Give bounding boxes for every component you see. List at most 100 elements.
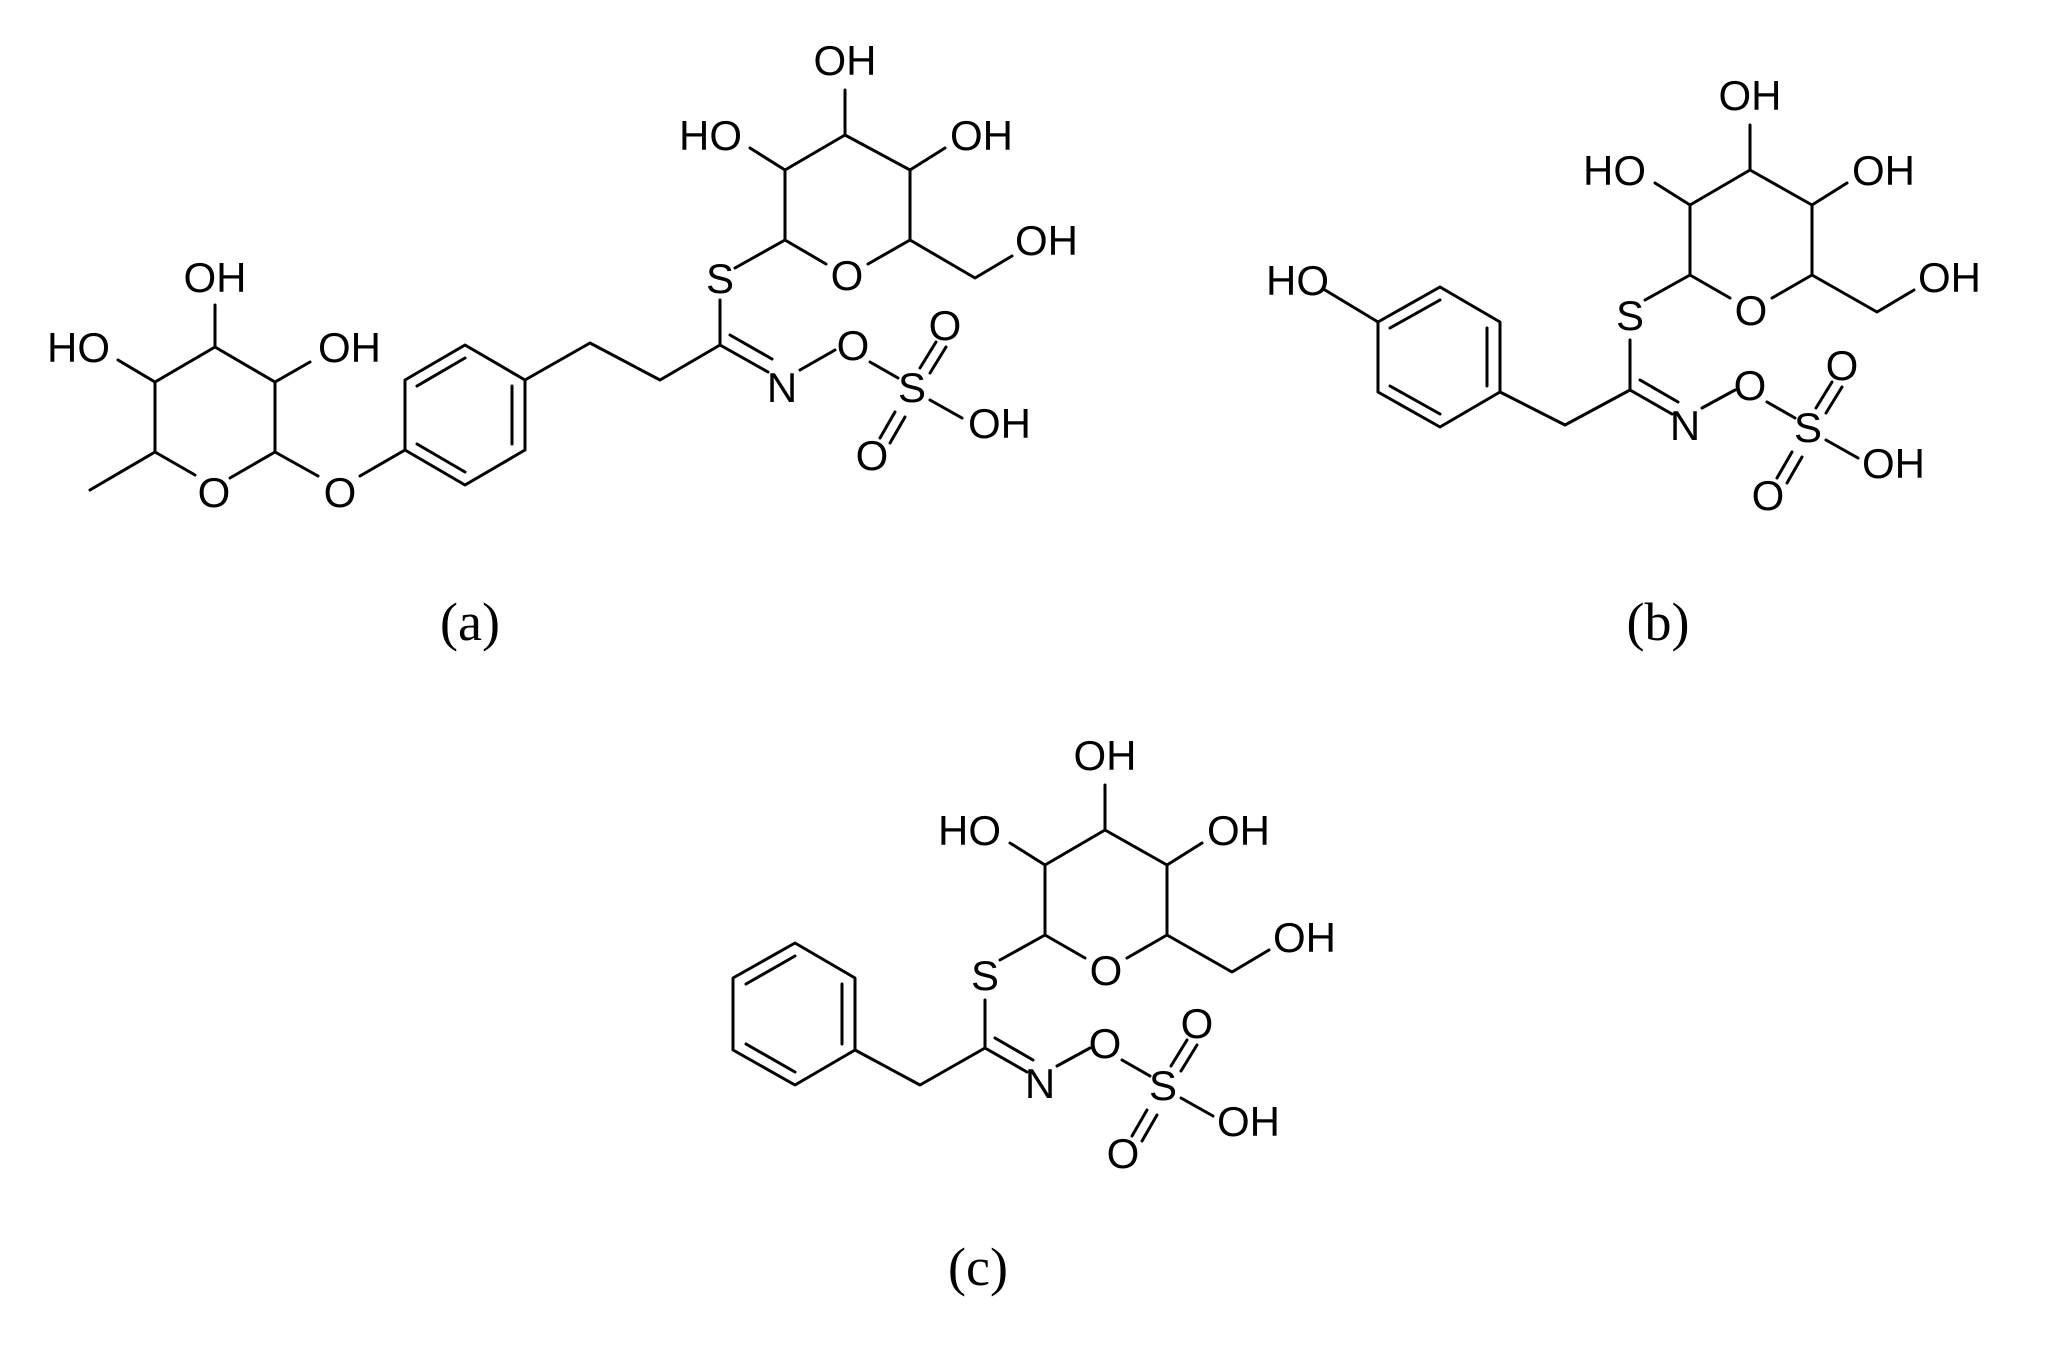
caption-c: (c) (948, 1237, 1008, 1297)
atom-s-sulfate: S (1794, 404, 1822, 451)
atom-o-double: O (1181, 1000, 1214, 1047)
benzene-outer (403, 343, 527, 487)
phenyl-ring-a: S N O S O O OH (358, 255, 1031, 487)
atom-o-ether: O (324, 469, 357, 516)
bond-s-o-double-1a (1814, 380, 1834, 410)
bond-o-s (1765, 400, 1797, 420)
atom-o-double: O (929, 302, 962, 349)
atom-o-ring: O (198, 469, 231, 516)
propyl-chain (523, 341, 722, 382)
bond-to-ho (748, 146, 787, 172)
atom-oh: OH (1015, 217, 1078, 264)
atom-oh: OH (1074, 732, 1137, 779)
atom-n: N (767, 364, 797, 411)
atom-oh: OH (1217, 1098, 1280, 1145)
caption-b: (b) (1627, 592, 1690, 652)
structure-c: S N O S O O OH OH HO OH O (731, 732, 1336, 1297)
rhamnose-ring-bonds (153, 345, 277, 480)
atom-o-ring: O (1735, 287, 1768, 334)
atom-oh: OH (1852, 147, 1915, 194)
atom-o-double: O (856, 432, 889, 479)
bond-c-n (983, 1046, 1029, 1074)
bond-s-c1 (998, 933, 1047, 962)
ch2oh-bonds (1810, 273, 1916, 314)
methyl-bond (88, 450, 157, 492)
atom-o-double: O (1826, 342, 1859, 389)
bond-c-n-double (728, 333, 774, 361)
ch2oh-bonds (1165, 933, 1271, 974)
bond-s-o-double-1b (1179, 1043, 1199, 1073)
bond-ether-to-ring (358, 448, 407, 478)
atom-o-ring: O (1090, 947, 1123, 994)
atom-s: S (971, 952, 999, 999)
atom-o-double: O (1107, 1130, 1140, 1177)
bond-s-c1 (733, 238, 787, 270)
bond-s-o-double-2a (1130, 1108, 1149, 1138)
atom-oh: OH (1862, 440, 1925, 487)
atom-oh: OH (1918, 254, 1981, 301)
atom-oh: OH (814, 37, 877, 84)
bond-s-o-double-1a (918, 340, 938, 370)
atom-o-ring: O (831, 252, 864, 299)
bond-s-o-double-2a (1775, 450, 1794, 480)
bond-s-oh (928, 398, 964, 420)
bond-s-oh (1824, 438, 1860, 460)
bond-to-ho (1008, 841, 1047, 867)
caption-a: (a) (440, 592, 500, 652)
rhamnose-ring-bonds-left (153, 380, 197, 477)
atom-oh: OH (1273, 914, 1336, 961)
atom-ho: HO (938, 807, 1001, 854)
atom-oh: OH (950, 112, 1013, 159)
atom-o: O (1089, 1020, 1122, 1067)
bond-c-n-double (1638, 378, 1680, 404)
bond-o-s (868, 360, 900, 380)
structure-a: OH HO OH O O S N O S O (47, 37, 1078, 652)
atom-oh: OH (968, 400, 1031, 447)
atom-ho: HO (1266, 257, 1329, 304)
bond-ho-ring (1323, 288, 1380, 324)
bond-to-ho (116, 358, 157, 384)
bond-to-oh-right (273, 360, 312, 384)
atom-o: O (1734, 362, 1767, 409)
glucose-ring-c1-o (1688, 273, 1732, 300)
atom-o: O (837, 322, 870, 369)
bond-n-o (798, 348, 837, 372)
atom-ho: HO (679, 112, 742, 159)
bond-to-ether-o (273, 450, 320, 478)
glucose-ring-bonds (1043, 828, 1169, 960)
benzene-inner-1 (415, 356, 467, 388)
bond-s-o-double-1b (928, 345, 948, 375)
benzene-inner-3 (415, 442, 467, 474)
glucose-ring-bonds (783, 133, 912, 266)
ch2-chain (853, 1046, 987, 1087)
bond-to-oh (1810, 181, 1849, 207)
atom-n: N (1670, 402, 1700, 449)
phenol-ring-b: HO S N O S O O OH (1266, 257, 1925, 519)
glucose-ring-c1-o (1043, 933, 1087, 960)
benzene-inner-3 (1388, 384, 1442, 416)
ch2-chain (1498, 388, 1632, 427)
atom-s-sulfate: S (898, 364, 926, 411)
bond-s-o-double-2b (1785, 455, 1804, 485)
bond-to-oh (1165, 841, 1204, 867)
bond-s-o-double-1a (1169, 1038, 1189, 1068)
atom-s: S (706, 255, 734, 302)
atom-oh: OH (1207, 807, 1270, 854)
atom-o-double: O (1752, 472, 1785, 519)
bond-n-o (1700, 388, 1737, 410)
atom-oh: OH (318, 324, 381, 371)
benzene-inner-1 (1388, 298, 1442, 330)
ch2oh-bonds (908, 238, 1014, 280)
atom-ho: HO (47, 324, 110, 371)
bond-c-n (718, 343, 770, 374)
bond-n-o (1055, 1046, 1092, 1068)
glucose-ring-a: OH HO OH O OH (679, 37, 1078, 299)
phenyl-ring-c: S N O S O O OH (731, 941, 1280, 1177)
bond-to-ho (1653, 181, 1692, 207)
atom-ho: HO (1583, 147, 1646, 194)
bond-s-oh (1179, 1096, 1215, 1118)
atom-s: S (1616, 292, 1644, 339)
glucose-ring-c: OH HO OH O OH (938, 732, 1336, 994)
